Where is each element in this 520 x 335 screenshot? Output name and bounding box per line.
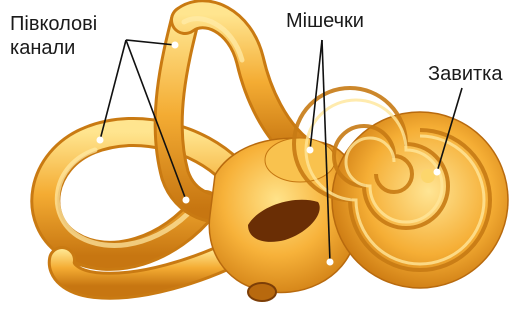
dot-canals-a xyxy=(97,137,103,143)
label-cochlea: Завитка xyxy=(428,62,502,86)
label-canals-line1: Півколові xyxy=(10,12,97,36)
label-sacs: Мішечки xyxy=(286,9,364,33)
dot-canals-b xyxy=(172,42,178,48)
dot-cochlea xyxy=(434,169,440,175)
label-semicircular-canals: Півколові канали xyxy=(10,12,97,60)
round-window xyxy=(248,283,276,301)
dot-sacs-b xyxy=(327,259,333,265)
label-canals-line2: канали xyxy=(10,36,97,60)
dot-canals-c xyxy=(183,197,189,203)
dot-sacs-a xyxy=(307,147,313,153)
